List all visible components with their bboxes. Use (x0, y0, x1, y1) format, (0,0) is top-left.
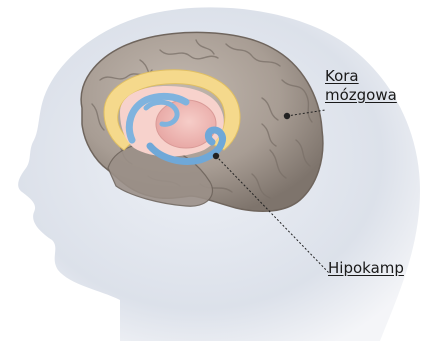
cortex-label-line2: mózgowa (325, 86, 397, 105)
hippocampus-label-text: Hipokamp (328, 259, 404, 278)
hippocampus-label: Hipokamp (328, 259, 404, 278)
cortex-label: Kora mózgowa (325, 67, 397, 105)
cortex-label-line1: Kora (325, 67, 397, 86)
